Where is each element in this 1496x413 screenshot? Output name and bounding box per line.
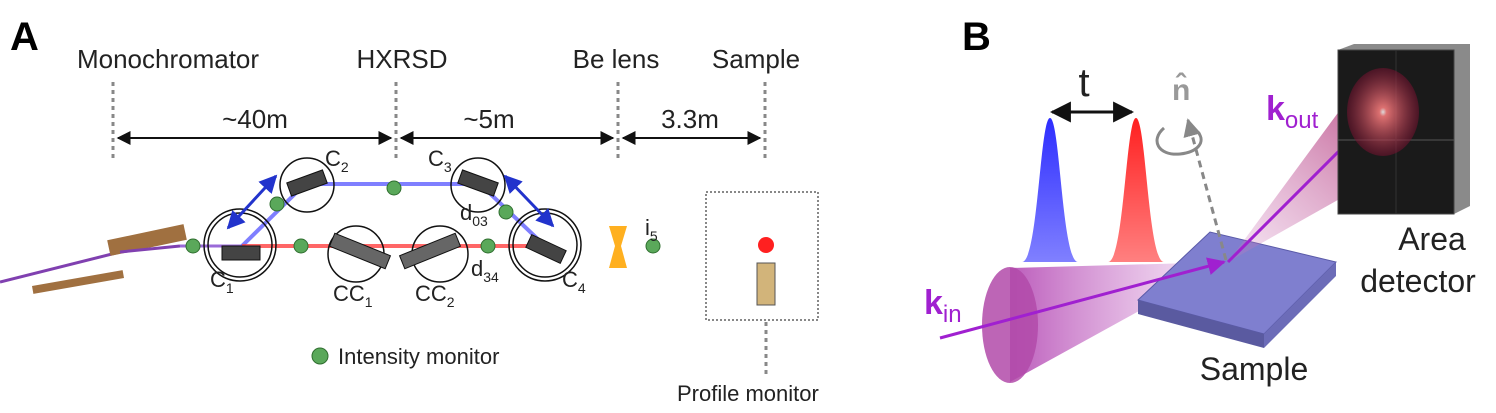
legend-marker [311, 347, 329, 365]
legend-intensity-monitor: Intensity monitor [338, 344, 499, 369]
station-be-lens: Be lens [573, 44, 660, 74]
profile-beam-spot [758, 237, 774, 253]
crystals [221, 169, 567, 270]
delay-label: t [1078, 61, 1089, 105]
crystal-c4 [525, 233, 567, 265]
motion-arrows [226, 174, 555, 230]
station-sample: Sample [712, 44, 800, 74]
k-out-label: kout [1266, 90, 1319, 134]
k-in-label: kin [924, 284, 962, 328]
monochromator [0, 224, 187, 294]
label-c2: C2 [325, 146, 349, 175]
label-c4: C4 [562, 267, 586, 296]
be-lens [609, 226, 627, 268]
label-cc1: CC1 [333, 281, 373, 310]
pulse-blue [1022, 118, 1078, 262]
detector-label-line1: Area [1398, 221, 1466, 257]
panel-b-letter: B [962, 15, 991, 59]
panel-a-letter: A [10, 15, 39, 59]
profile-monitor-box [705, 191, 819, 321]
distance-40m: ~40m [222, 104, 288, 134]
label-cc2: CC2 [415, 281, 455, 310]
intensity-monitors [185, 180, 661, 254]
normal-vector [1183, 118, 1228, 261]
station-monochromator: Monochromator [77, 44, 259, 74]
label-c1: C1 [210, 267, 234, 296]
distance-3-3m: 3.3m [661, 104, 719, 134]
k-in-arrow [939, 257, 1226, 340]
normal-label: n̂ [1172, 73, 1190, 107]
label-i5: i5 [645, 215, 658, 244]
pulse-red [1108, 118, 1164, 262]
distance-5m: ~5m [463, 104, 514, 134]
profile-screen [756, 262, 776, 306]
crystal-cc2 [398, 232, 462, 270]
sample-slab [1137, 231, 1337, 348]
label-d03: d03 [460, 200, 488, 229]
area-detector [1337, 44, 1470, 215]
cone-face [982, 267, 1038, 383]
label-c3: C3 [428, 146, 452, 175]
rotation-arrow [1155, 126, 1203, 156]
detector-label-line2: detector [1360, 263, 1476, 299]
sample-label: Sample [1200, 351, 1309, 387]
crystal-c3 [457, 169, 499, 197]
profile-monitor-label: Profile monitor [677, 381, 819, 406]
label-d34: d34 [471, 256, 499, 285]
crystal-c1 [221, 245, 261, 261]
station-hxrsd: HXRSD [356, 44, 447, 74]
crystal-rings [203, 157, 582, 283]
crystal-cc1 [328, 232, 392, 270]
crystal-c2 [286, 169, 328, 197]
